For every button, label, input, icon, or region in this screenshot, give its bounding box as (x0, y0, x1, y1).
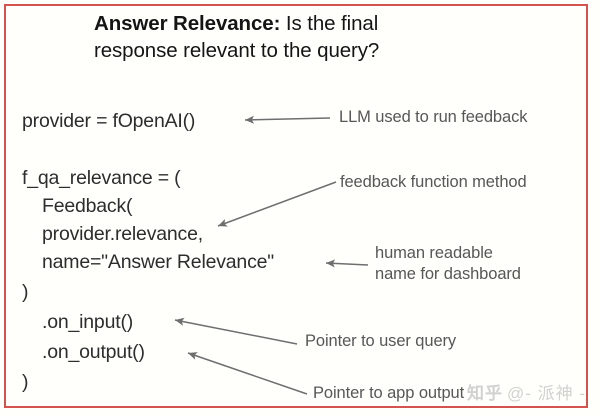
watermark: 知乎@- 派神 - (467, 379, 586, 404)
code-line: f_qa_relevance = ( (22, 167, 181, 189)
annotation-line: LLM used to run feedback (339, 108, 528, 126)
annotation-llm-used-to-run-feedback: LLM used to run feedback (339, 107, 527, 128)
annotation-feedback-function-method: feedback function method (340, 172, 527, 193)
title-emphasis: Answer Relevance: (94, 12, 281, 35)
annotation-pointer-to-app-output: Pointer to app output (313, 383, 464, 404)
code-line: ) (22, 371, 29, 393)
code-line: provider = fOpenAI() (22, 110, 196, 132)
code-line: Feedback( (42, 195, 133, 217)
annotation-line: human readable (375, 244, 493, 262)
annotation-line: Pointer to app output (313, 384, 465, 402)
code-line: .on_input() (42, 311, 134, 333)
annotation-pointer-to-user-query: Pointer to user query (305, 331, 456, 352)
title-rest: Is the final (280, 12, 379, 35)
annotation-line: feedback function method (340, 173, 527, 191)
annotation-line: Pointer to user query (305, 332, 457, 350)
code-line: ) (22, 281, 29, 303)
page-title: Answer Relevance: Is the final response … (94, 10, 494, 64)
watermark-handle: @- 派神 - (506, 384, 586, 403)
code-line: provider.relevance, (42, 223, 203, 245)
code-line: name="Answer Relevance" (42, 251, 274, 273)
annotation-line: name for dashboard (375, 265, 521, 283)
watermark-logo: 知乎 (466, 384, 503, 403)
annotation-human-readable-name-for-dashboard: human readable name for dashboard (375, 243, 521, 285)
code-line: .on_output() (42, 341, 145, 363)
title-line2: response relevant to the query? (94, 39, 380, 62)
